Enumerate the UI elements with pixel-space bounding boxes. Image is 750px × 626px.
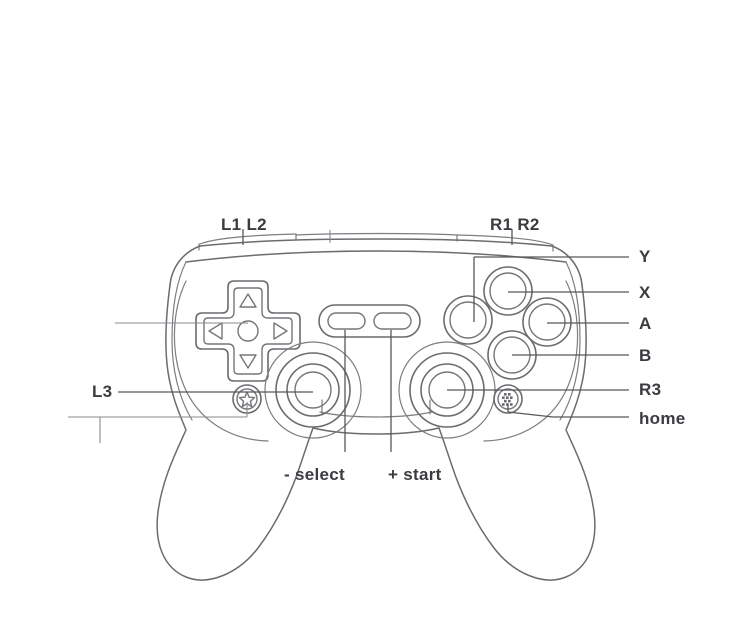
shoulder-trigger-group	[169, 232, 583, 286]
callout-label-start: + start	[388, 465, 442, 484]
callout-label-home: home	[639, 409, 686, 428]
callout-label-a: A	[639, 314, 652, 333]
callout-label-l3: L3	[92, 382, 113, 401]
callout-label-r3: R3	[639, 380, 662, 399]
controller-body-shell	[156, 261, 596, 581]
dpad-left-icon	[208, 322, 223, 340]
select-start-cluster[interactable]	[318, 304, 421, 338]
home-grid-icon	[502, 393, 513, 406]
y-button[interactable]	[443, 295, 493, 345]
leader-lines	[68, 229, 629, 452]
callout-label-l1-l2: L1 L2	[221, 215, 267, 234]
dpad-up-icon	[239, 293, 257, 308]
dpad[interactable]	[195, 280, 301, 382]
dpad-down-icon	[239, 354, 257, 369]
start-button	[373, 312, 412, 330]
callout-label-select: - select	[284, 465, 345, 484]
dpad-right-icon	[273, 322, 288, 340]
a-button[interactable]	[522, 297, 572, 347]
x-button[interactable]	[483, 266, 533, 316]
callout-label-x: X	[639, 283, 651, 302]
callout-label-y: Y	[639, 247, 651, 266]
callout-label-r1-r2: R1 R2	[490, 215, 540, 234]
callout-label-b: B	[639, 346, 652, 365]
select-button	[327, 312, 366, 330]
left-analog-stick[interactable]	[264, 341, 362, 439]
face-buttons-group[interactable]	[443, 266, 572, 380]
leader-home-diag	[507, 411, 554, 418]
